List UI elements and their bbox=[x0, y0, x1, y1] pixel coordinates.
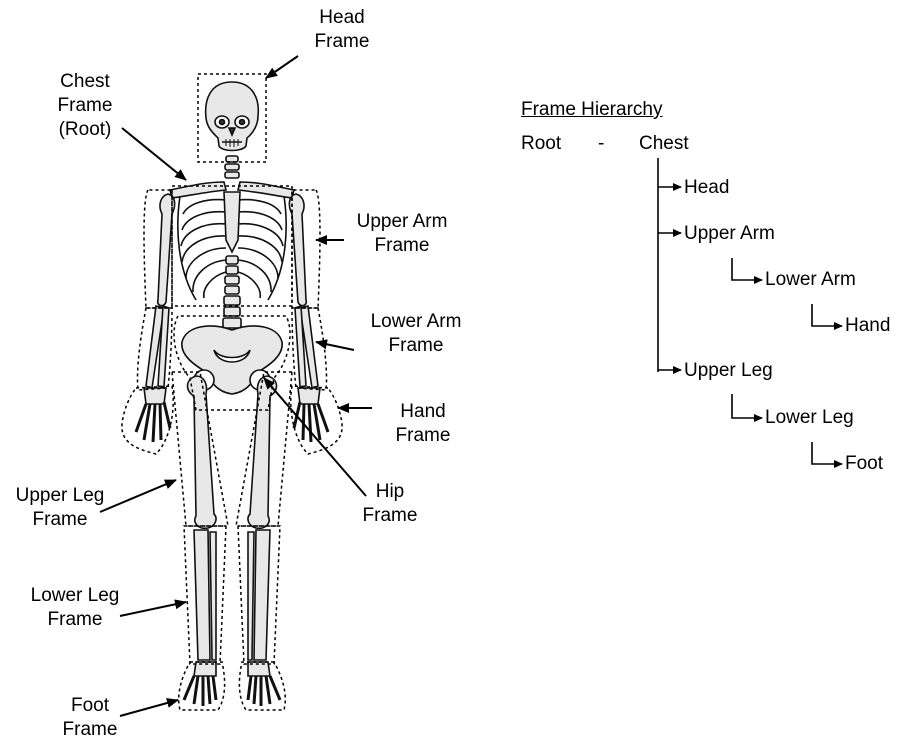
spine bbox=[223, 256, 241, 328]
feet bbox=[184, 662, 280, 706]
upper-arm-frame-label-line2: Frame bbox=[342, 234, 462, 258]
hierarchy-node-head: Head bbox=[684, 176, 729, 200]
upper-leg-frame-label: Upper Leg Frame bbox=[0, 484, 120, 532]
hierarchy-title: Frame Hierarchy bbox=[521, 98, 662, 122]
hand-frame-label-line2: Frame bbox=[378, 424, 468, 448]
lower-arm-frame-label-line1: Lower Arm bbox=[356, 310, 476, 334]
hip-frame-label-line1: Hip bbox=[345, 480, 435, 504]
lower-leg-frame-label-line1: Lower Leg bbox=[20, 584, 130, 608]
hip-frame-label: Hip Frame bbox=[345, 480, 435, 528]
hierarchy-node-lower-arm: Lower Arm bbox=[765, 268, 856, 292]
hierarchy-node-upper-arm: Upper Arm bbox=[684, 222, 775, 246]
upper-leg-frame-label-line2: Frame bbox=[0, 508, 120, 532]
hierarchy-node-lower-leg: Lower Leg bbox=[765, 406, 854, 430]
neck bbox=[225, 156, 239, 178]
chest-frame-label: Chest Frame (Root) bbox=[30, 70, 140, 142]
skeleton-illustration bbox=[136, 82, 328, 706]
hip-frame-label-line2: Frame bbox=[345, 504, 435, 528]
legs bbox=[188, 376, 277, 660]
foot-frame-label-line2: Frame bbox=[50, 718, 130, 742]
upper-arm-frame-label-line1: Upper Arm bbox=[342, 210, 462, 234]
head-frame-label: Head Frame bbox=[292, 6, 392, 54]
lower-arm-frame-label: Lower Arm Frame bbox=[356, 310, 476, 358]
chest-frame-label-line2: Frame bbox=[30, 94, 140, 118]
foot-frame-label-line1: Foot bbox=[50, 694, 130, 718]
skull bbox=[206, 82, 259, 151]
lower-leg-frame-label: Lower Leg Frame bbox=[20, 584, 130, 632]
foot-frame-label: Foot Frame bbox=[50, 694, 130, 742]
chest-frame-label-line1: Chest bbox=[30, 70, 140, 94]
hierarchy-node-hand: Hand bbox=[845, 314, 890, 338]
lower-arm-arrow bbox=[316, 342, 354, 350]
head-frame-label-line1: Head bbox=[292, 6, 392, 30]
upper-leg-frame-label-line1: Upper Leg bbox=[0, 484, 120, 508]
hierarchy-dash: - bbox=[598, 132, 604, 156]
hand-frame-label: Hand Frame bbox=[378, 400, 468, 448]
head-frame-label-line2: Frame bbox=[292, 30, 392, 54]
chest-frame-label-line3: (Root) bbox=[30, 118, 140, 142]
hierarchy-node-foot: Foot bbox=[845, 452, 883, 476]
hand-frame-label-line1: Hand bbox=[378, 400, 468, 424]
hierarchy-root-label: Root bbox=[521, 132, 561, 156]
lower-arm-frame-label-line2: Frame bbox=[356, 334, 476, 358]
head-arrow bbox=[266, 56, 298, 78]
hands bbox=[136, 388, 328, 442]
lower-leg-frame-label-line2: Frame bbox=[20, 608, 130, 632]
hierarchy-node-chest: Chest bbox=[639, 132, 689, 156]
hierarchy-node-upper-leg: Upper Leg bbox=[684, 359, 773, 383]
upper-arm-frame-label: Upper Arm Frame bbox=[342, 210, 462, 258]
